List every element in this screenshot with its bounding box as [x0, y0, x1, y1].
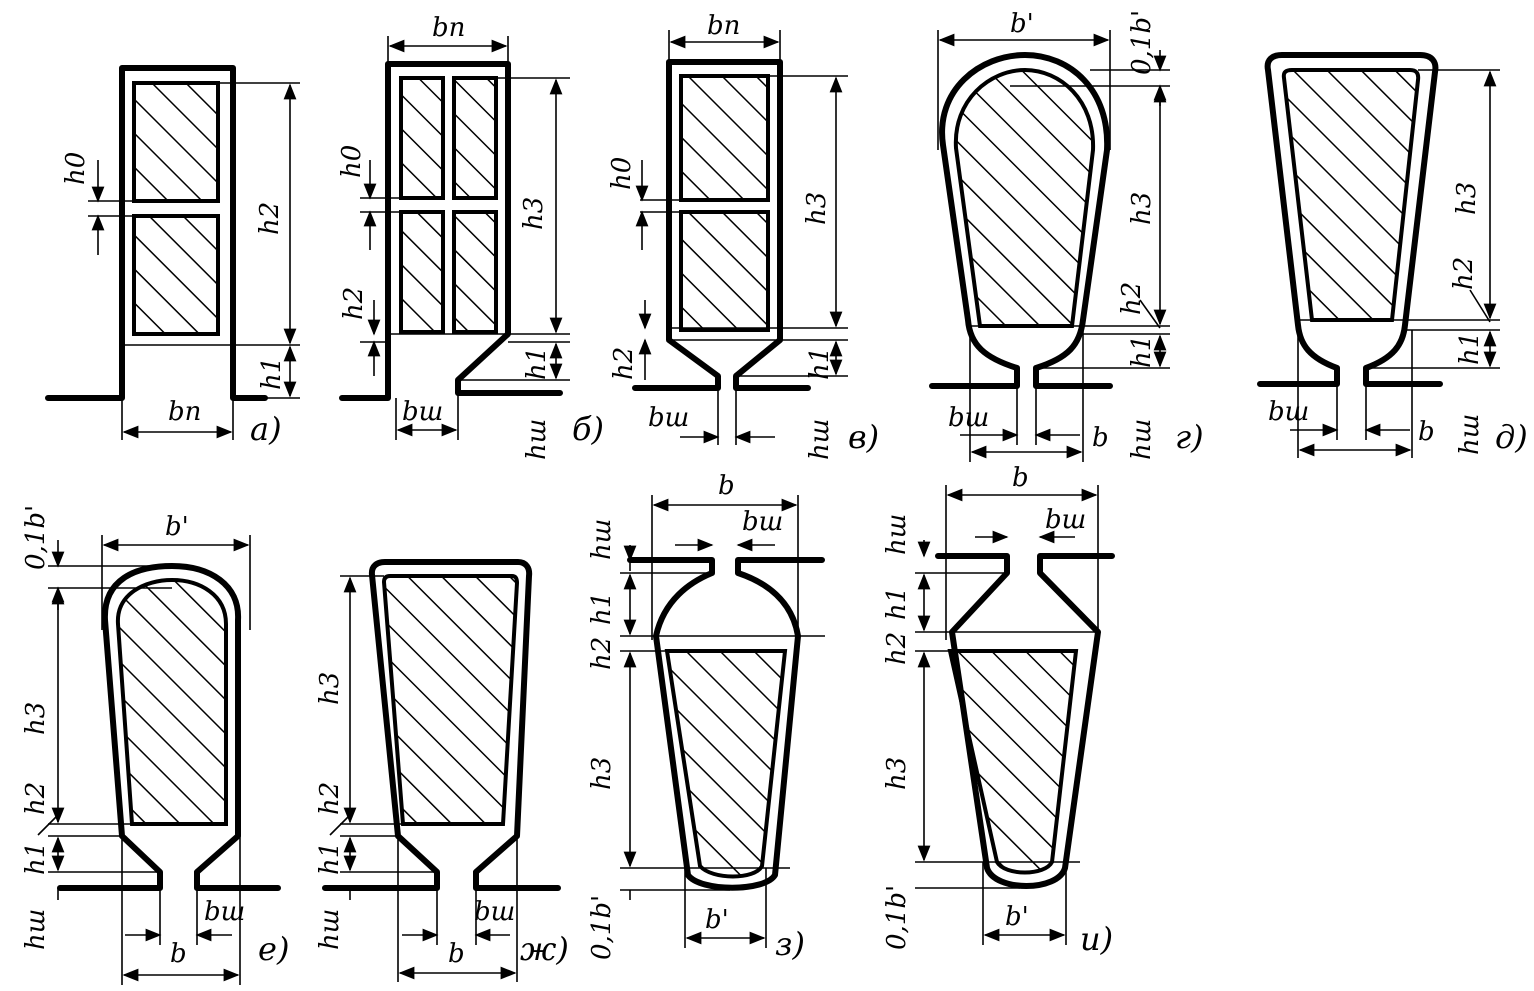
slot-e [37, 535, 281, 985]
label-h0: h0 [61, 152, 91, 185]
label-h3: h3 [882, 757, 912, 790]
slot-z [620, 495, 825, 948]
label-bp: bп [432, 13, 465, 43]
label-h3: h3 [315, 672, 345, 705]
label-h1: h1 [522, 347, 552, 380]
label-bsh: bш [948, 403, 989, 433]
label-h2: h2 [21, 782, 51, 815]
figure-label: и) [1080, 920, 1113, 958]
label-b: b [1092, 423, 1109, 453]
label-h1: h1 [1127, 335, 1157, 368]
slot-a [45, 65, 300, 440]
label-h3: h3 [587, 757, 617, 790]
label-bsh: bш [1268, 397, 1309, 427]
label-hsh: hш [1455, 414, 1485, 455]
label-hsh: hш [1127, 419, 1157, 460]
label-bsh: bш [204, 897, 245, 927]
label-h2: h2 [339, 287, 369, 320]
label-h1: h1 [21, 842, 51, 875]
label-hsh: hш [587, 519, 617, 560]
label-h1: h1 [315, 842, 345, 875]
label-h3: h3 [1127, 192, 1157, 225]
figure-label: ж) [520, 930, 569, 968]
label-bprime: b' [1010, 9, 1034, 39]
label-h3: h3 [519, 197, 549, 230]
figure-label: д) [1495, 418, 1528, 456]
label-bprime: b' [165, 512, 189, 542]
label-bsh: bш [648, 403, 689, 433]
label-h1: h1 [805, 347, 835, 380]
slot-zh [322, 559, 561, 982]
slot-b [339, 36, 570, 440]
label-bsh: bш [402, 397, 443, 427]
label-bp: bп [168, 397, 201, 427]
label-h0: h0 [337, 145, 367, 178]
label-h2: h2 [315, 782, 345, 815]
label-bsh: bш [474, 897, 515, 927]
label-b: b [718, 471, 735, 501]
label-h3: h3 [1452, 182, 1482, 215]
label-h2: h2 [1449, 257, 1479, 290]
label-h1: h1 [587, 592, 617, 625]
label-bsh: bш [742, 507, 783, 537]
label-tenth-b: 0,1b' [1127, 10, 1157, 75]
label-h3: h3 [802, 192, 832, 225]
label-b: b [1012, 463, 1029, 493]
label-hsh: hш [315, 909, 345, 950]
figure-label: а) [250, 410, 282, 448]
label-bp: bп [707, 11, 740, 41]
label-h1: h1 [257, 357, 287, 390]
slot-i [915, 485, 1115, 945]
label-h0: h0 [607, 157, 637, 190]
slot-d [1257, 52, 1500, 458]
figure-label: е) [258, 930, 289, 968]
label-bsh: bш [1045, 505, 1086, 535]
slot-v [632, 30, 848, 445]
label-h1: h1 [1455, 332, 1485, 365]
label-b: b [1418, 417, 1435, 447]
label-bprime: b' [1005, 902, 1029, 932]
label-h2: h2 [587, 637, 617, 670]
label-h3: h3 [21, 702, 51, 735]
label-h2: h2 [1117, 282, 1147, 315]
label-tenth-b: 0,1b' [21, 505, 51, 570]
figure-label: в) [848, 418, 879, 456]
label-hsh: hш [522, 419, 552, 460]
label-h2: h2 [255, 202, 285, 235]
figure-label: б) [572, 410, 604, 448]
label-hsh: hш [805, 419, 835, 460]
label-h1: h1 [882, 587, 912, 620]
figure-label: з) [775, 925, 805, 963]
label-bprime: b' [705, 905, 729, 935]
label-hsh: hш [21, 909, 51, 950]
label-b: b [170, 939, 187, 969]
figure-label: г) [1175, 418, 1204, 456]
slot-g [929, 30, 1170, 462]
label-h2: h2 [882, 632, 912, 665]
label-hsh: hш [882, 514, 912, 555]
label-h2: h2 [609, 347, 639, 380]
label-tenth-b: 0,1b' [882, 885, 912, 950]
label-tenth-b: 0,1b' [587, 895, 617, 960]
label-b: b [448, 939, 465, 969]
